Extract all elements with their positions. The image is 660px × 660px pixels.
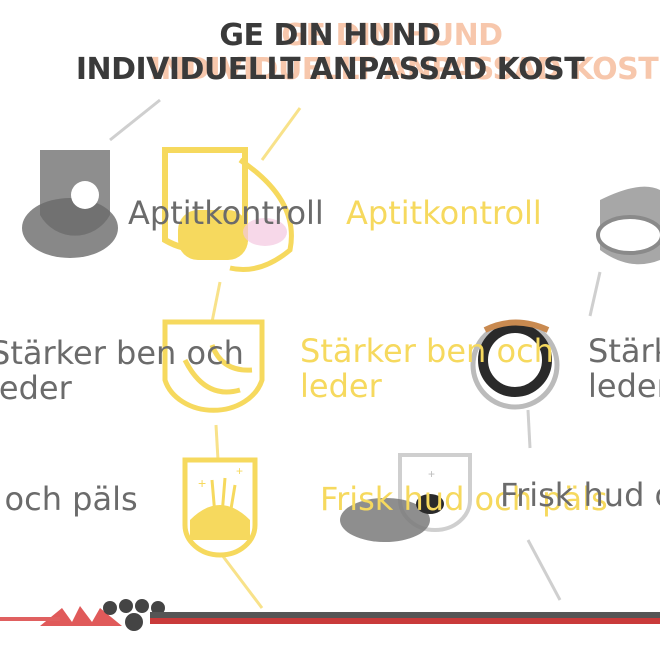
benefit-label-bone-joint-line1-ghost: Stärker ben och [0,334,244,372]
bone-joint-icon [162,319,265,413]
grey-connector-lines [109,98,602,601]
title-line1: GE DIN HUND [219,18,441,53]
benefit-label-bone-joint-line2: leder [300,366,382,405]
svg-text:+: + [236,464,243,478]
benefit-label-appetite-ghost: Aptitkontroll [128,194,324,232]
svg-text:+: + [198,475,206,491]
benefit-label-bone-joint-right: Stärker ben och leder [588,334,660,403]
benefit-label-bone-joint-line1-right: Stärker ben och [588,332,660,370]
royal-canin-crown-logo [40,599,165,631]
benefit-label-skin-coat-ghost: Frisk hud och päls [0,480,138,518]
bottom-brand-bar-shadow [150,612,660,618]
skin-coat-icon-ghost: + [340,453,472,542]
benefit-label-skin-coat: Frisk hud och päls [320,480,608,518]
benefit-label-bone-joint-line1: Stärker ben och [300,332,554,370]
appetite-icon-right [596,186,660,265]
svg-text:+: + [428,467,435,481]
skin-coat-icon: + + [182,457,258,558]
benefit-label-bone-joint-line2-right: leder [588,366,660,405]
benefit-label-bone-joint: Stärker ben och leder [300,334,554,403]
appetite-icon-ghost [22,150,118,258]
benefit-label-bone-joint-line2-ghost: leder [0,368,72,407]
title-line1-shadow: GE DIN HUND [281,18,503,53]
benefit-label-skin-coat-right: Frisk hud och päls [500,476,660,514]
title-line2-shadow: INDIVIDUELLT ANPASSAD KOST [149,52,659,87]
appetite-icon [162,147,294,273]
bottom-accent-line [0,617,60,621]
yellow-connector-lines [210,107,302,609]
bone-joint-icon-dark [470,319,560,410]
title-line2: INDIVIDUELLT ANPASSAD KOST [75,52,585,87]
benefit-label-appetite: Aptitkontroll [346,194,542,232]
benefit-label-bone-joint-ghost: Stärker ben och leder [0,336,244,405]
